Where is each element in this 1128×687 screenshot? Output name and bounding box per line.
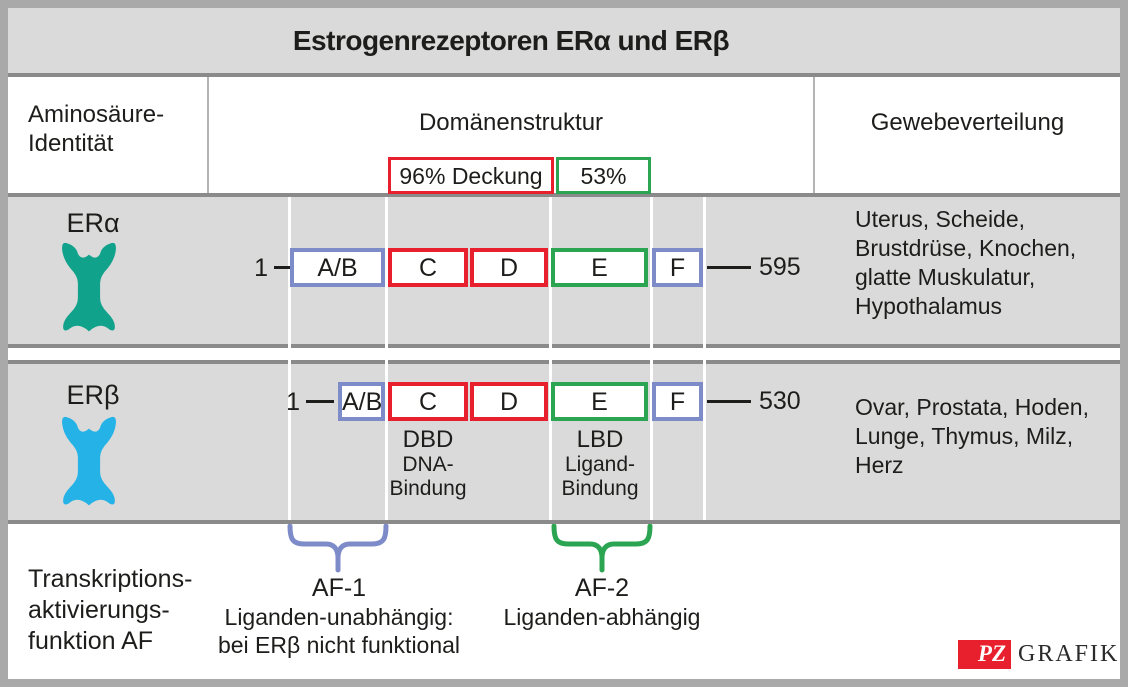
dbd-abbr: DBD <box>402 426 454 453</box>
af1-name: AF-1 <box>311 574 367 602</box>
dbd-label: DBD DNA- Bindung <box>358 426 498 501</box>
domain-box-ab: A/B <box>338 382 385 421</box>
column-header-domains: Domänenstruktur <box>418 109 604 136</box>
receptor-name-er-alpha: ERα <box>66 208 120 238</box>
pz-logo: PZ <box>958 640 1011 669</box>
page-title: Estrogenrezeptoren ERα und ERβ <box>292 25 730 56</box>
column-header-identity: Aminosäure- Identität <box>28 101 165 157</box>
lbd-label: LBD Ligand- Bindung <box>530 426 670 501</box>
alignment-line <box>650 197 653 520</box>
connector-line <box>707 400 751 403</box>
connector-line <box>274 266 292 269</box>
alignment-line <box>549 197 552 520</box>
domain-box-d: D <box>470 382 548 421</box>
divider <box>8 344 1120 348</box>
domain-box-c: C <box>388 382 468 421</box>
lbd-desc: Ligand- Bindung <box>561 453 639 500</box>
grafik-credit: GRAFIK <box>1018 641 1120 667</box>
af2-name: AF-2 <box>574 574 630 602</box>
coverage-badge-96: 96% Deckung <box>388 157 554 194</box>
tissue-list-er-beta: Ovar, Prostata, Hoden, Lunge, Thymus, Mi… <box>855 394 1089 478</box>
sequence-start: 1 <box>254 254 268 282</box>
alignment-line <box>385 197 388 520</box>
alignment-line <box>703 197 706 520</box>
column-divider <box>207 77 209 193</box>
domain-box-c: C <box>388 248 468 287</box>
domain-box-d: D <box>470 248 548 287</box>
er-beta-receptor-icon <box>52 412 126 510</box>
diagram-canvas: Estrogenrezeptoren ERα und ERβ Aminosäur… <box>8 8 1120 679</box>
af1-desc: Liganden-unabhängig: bei ERβ nicht funkt… <box>217 604 461 658</box>
divider <box>8 360 1120 364</box>
connector-line <box>306 400 334 403</box>
sequence-start: 1 <box>286 388 300 416</box>
column-header-tissues: Gewebeverteilung <box>870 109 1065 136</box>
dbd-desc: DNA- Bindung <box>389 453 467 500</box>
er-alpha-receptor-icon <box>52 238 126 336</box>
af-left-label: Transkriptions- aktivierungs- funktion A… <box>28 565 193 655</box>
sequence-end: 595 <box>759 253 801 281</box>
domain-box-ab: A/B <box>290 248 385 287</box>
af2-brace-icon <box>548 524 656 576</box>
column-divider <box>813 77 815 193</box>
lbd-abbr: LBD <box>576 426 624 453</box>
title-bar <box>8 8 1120 73</box>
divider <box>8 520 1120 524</box>
divider <box>8 73 1120 77</box>
domain-box-e: E <box>551 382 648 421</box>
domain-box-f: F <box>652 382 703 421</box>
domain-box-e: E <box>551 248 648 287</box>
receptor-name-er-beta: ERβ <box>66 380 120 410</box>
connector-line <box>707 266 751 269</box>
coverage-badge-53: 53% <box>556 157 651 194</box>
divider <box>8 193 1120 197</box>
af2-desc: Liganden-abhängig <box>503 604 701 630</box>
tissue-list-er-alpha: Uterus, Scheide, Brustdrüse, Knochen, gl… <box>855 206 1077 319</box>
af1-block: AF-1 Liganden-unabhängig: bei ERβ nicht … <box>199 574 479 659</box>
sequence-end: 530 <box>759 387 801 415</box>
domain-box-f: F <box>652 248 703 287</box>
alignment-line <box>288 197 291 520</box>
af2-block: AF-2 Liganden-abhängig <box>482 574 722 631</box>
af1-brace-icon <box>286 524 390 576</box>
